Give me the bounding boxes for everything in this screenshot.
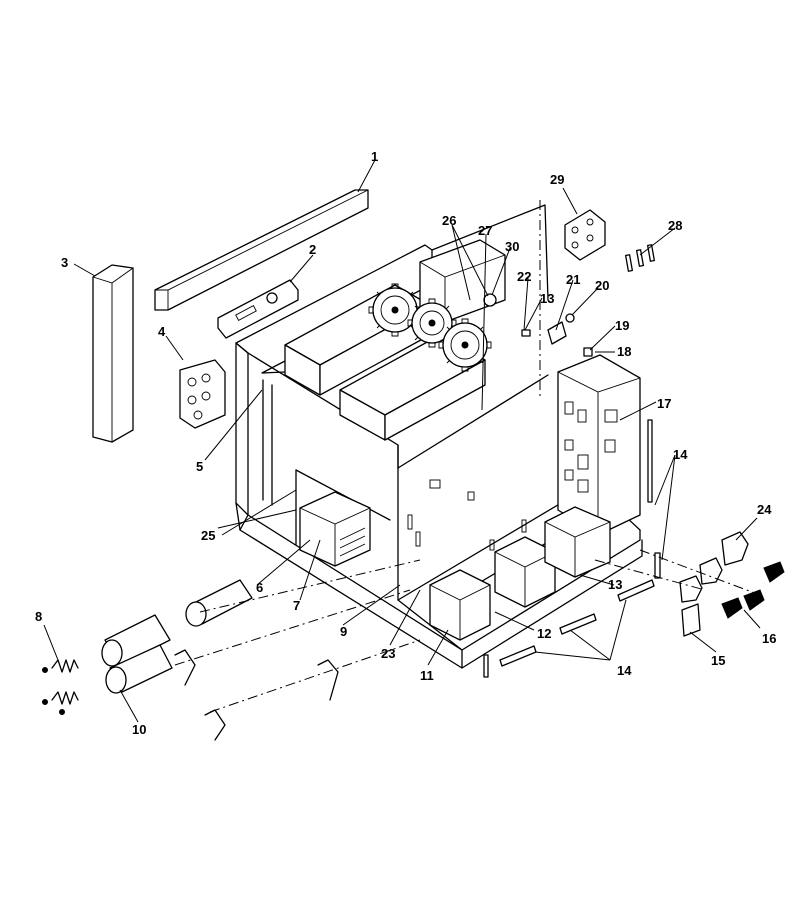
part-9-clamps [174,649,339,741]
part-6-capacitor [185,579,253,627]
part-3-channel [92,264,134,443]
part-16-switch-pads [721,561,785,619]
callout-8: 8 [35,609,42,624]
callout-2: 2 [309,242,316,257]
callout-22: 22 [517,269,531,284]
part-24-switch [679,531,749,603]
callout-14-upper: 14 [673,447,688,462]
small-parts-18-22 [521,313,593,357]
callout-13-upper: 13 [540,291,554,306]
assembly-centerlines [174,200,761,713]
callout-labels: 1 2 3 4 5 6 7 8 9 10 11 12 13 13 14 14 1… [35,149,776,737]
callout-15: 15 [711,653,725,668]
callout-19: 19 [615,318,629,333]
callout-12: 12 [537,626,551,641]
callout-6: 6 [256,580,263,595]
callout-27: 27 [478,223,492,238]
callout-21: 21 [566,272,580,287]
part-15-bracket [681,603,701,637]
inner-transformer [299,491,371,567]
callout-24: 24 [757,502,772,517]
part-17-control-panel [557,354,641,536]
callout-7: 7 [293,598,300,613]
callout-5: 5 [196,459,203,474]
callout-13-lower: 13 [608,577,622,592]
callout-16: 16 [762,631,776,646]
callout-3: 3 [61,255,68,270]
callout-28: 28 [668,218,682,233]
part-1-top-cover [154,189,369,311]
callout-20: 20 [595,278,609,293]
callout-18: 18 [617,344,631,359]
part-29-terminal-strip [564,209,606,261]
callout-17: 17 [657,396,671,411]
callout-30: 30 [505,239,519,254]
callout-14-lower: 14 [617,663,632,678]
leader-lines [43,159,761,723]
callout-9: 9 [340,624,347,639]
callout-25: 25 [201,528,215,543]
part-8-springs [42,659,79,715]
part-14-strips [483,419,661,678]
callout-4: 4 [158,324,166,339]
part-4-terminal-block [179,359,226,429]
part-11-transformers [429,506,611,641]
cabinet-chassis [235,204,643,669]
callout-29: 29 [550,172,564,187]
callout-23: 23 [381,646,395,661]
callout-1: 1 [371,149,378,164]
callout-26: 26 [442,213,456,228]
part-2-bracket [217,279,299,339]
part-28-fuses [624,244,656,272]
part-10-capacitors [101,614,173,694]
callout-10: 10 [132,722,146,737]
callout-11: 11 [420,668,434,683]
top-heatsink-modules [284,239,506,441]
gears [368,283,492,372]
